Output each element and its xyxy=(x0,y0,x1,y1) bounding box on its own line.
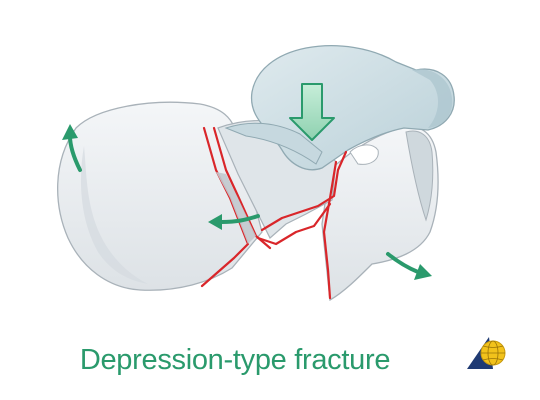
ao-foundation-logo xyxy=(467,337,506,369)
fracture-gap-shading xyxy=(216,172,256,244)
posterior-facet xyxy=(224,122,323,165)
sustentaculum-fragment xyxy=(349,144,379,165)
depression-fracture-line xyxy=(256,202,332,246)
leftward-arrow-head xyxy=(208,214,222,230)
upward-arrow-head xyxy=(62,124,78,140)
vertical-fracture-line xyxy=(322,160,338,300)
outward-arrow-head xyxy=(414,264,432,280)
arrow-heads xyxy=(62,124,432,280)
tuberosity-shading xyxy=(80,146,148,284)
calcaneus-fracture-illustration xyxy=(57,45,455,302)
figure-caption: Depression-type fracture xyxy=(79,344,391,376)
talus-head xyxy=(412,69,453,128)
compression-arrow-icon xyxy=(289,83,335,141)
logo-globe-grid xyxy=(481,340,505,366)
depression-fracture-line-inner xyxy=(260,150,348,232)
anterior-facet xyxy=(405,130,434,222)
outward-displacement-arrow xyxy=(386,252,420,274)
leftward-displacement-arrow xyxy=(220,214,260,224)
